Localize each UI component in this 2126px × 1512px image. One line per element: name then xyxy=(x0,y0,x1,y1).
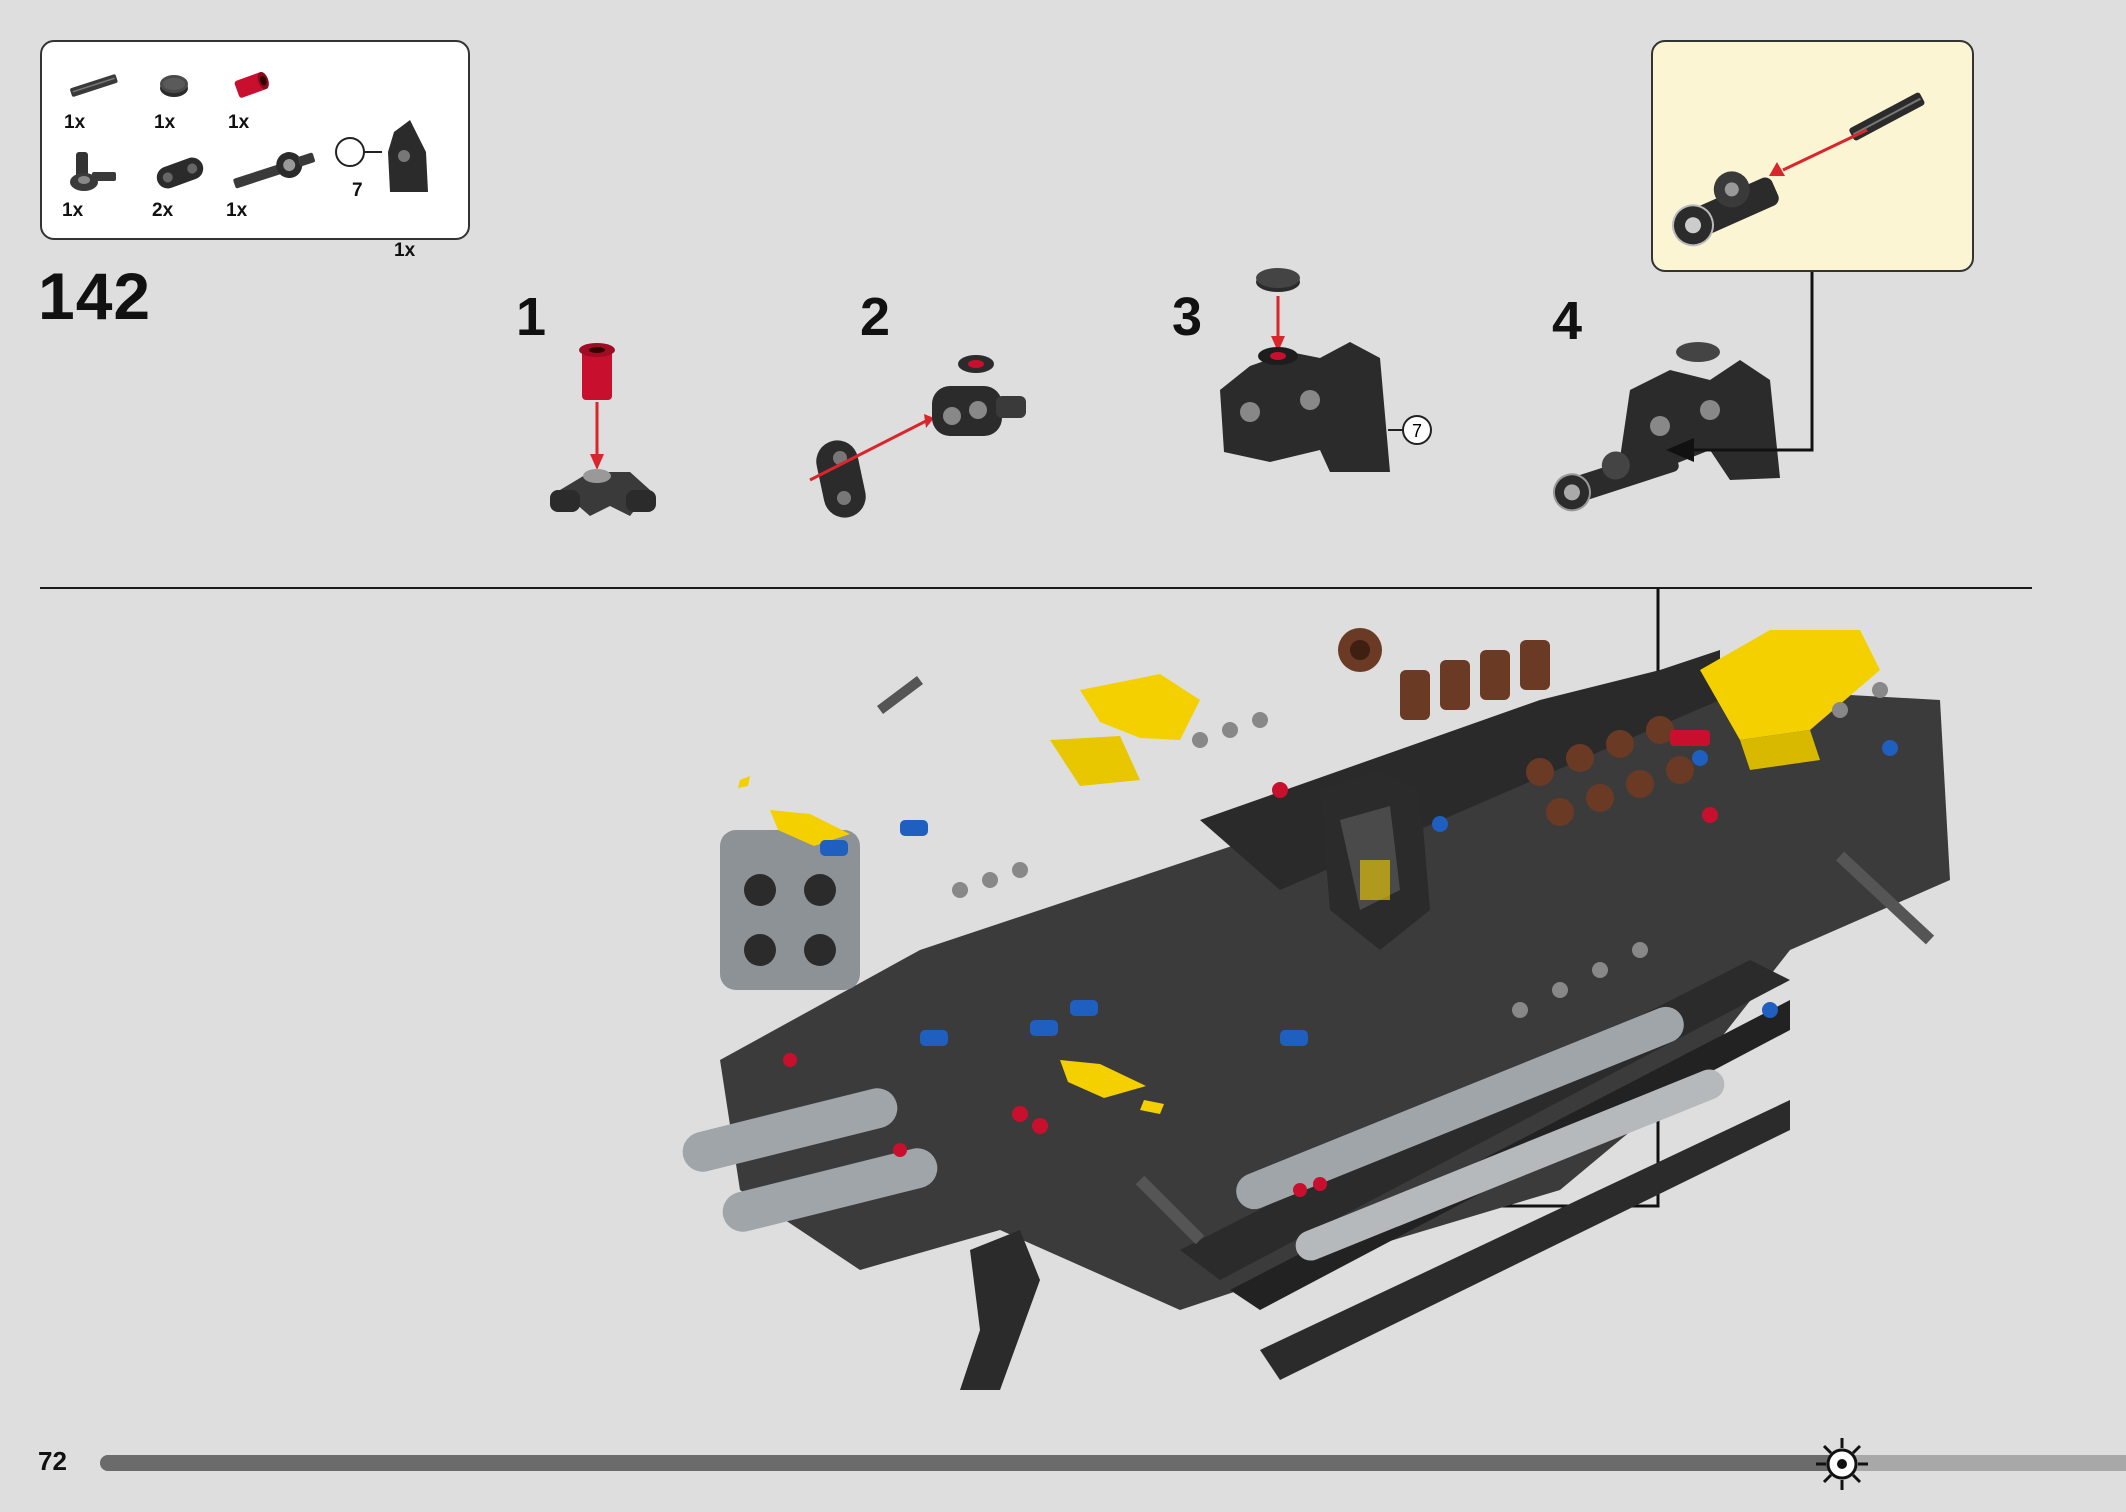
step-number: 142 xyxy=(38,259,152,333)
axle-with-connector-icon xyxy=(233,152,315,189)
parts-list-item: 1x xyxy=(62,148,118,221)
substep-2-drawing xyxy=(809,355,1026,518)
part-qty: 1x xyxy=(226,200,248,221)
red-pin-icon xyxy=(234,71,269,98)
beam-2-icon xyxy=(156,157,204,189)
substep-4-drawing xyxy=(1552,342,1780,512)
parts-list-box: 1x 1x 1x 1x 2x 1x xyxy=(40,40,470,261)
callout-drawing xyxy=(1672,92,1925,247)
substep-3-drawing: 7 xyxy=(1220,268,1432,472)
subassembly-part-icon xyxy=(335,120,428,192)
main-assembly-drawing xyxy=(682,628,1950,1390)
substep-ref: 7 xyxy=(1412,421,1422,441)
gear-icon xyxy=(1816,1438,1868,1490)
substep-1-drawing xyxy=(550,343,656,516)
parts-list-item: 1x xyxy=(226,146,322,221)
part-qty: 1x xyxy=(394,240,416,261)
part-qty: 1x xyxy=(62,200,84,221)
parts-list-item: 1x xyxy=(228,64,274,133)
part-qty: 1x xyxy=(64,112,86,133)
progress-bar xyxy=(100,1455,2126,1471)
bush-icon xyxy=(160,75,188,97)
parts-list-item: 1x xyxy=(154,66,194,133)
parts-list-item: 1x xyxy=(64,66,124,133)
parts-list-item: 7 1x xyxy=(332,112,452,261)
page-number: 72 xyxy=(38,1446,67,1476)
substep-label: 1 xyxy=(516,287,547,347)
axle-connector-icon xyxy=(70,152,116,191)
substep-label: 3 xyxy=(1172,287,1203,347)
substep-label: 4 xyxy=(1552,291,1583,351)
progress-bar-fill xyxy=(100,1455,1843,1471)
substep-label: 2 xyxy=(860,287,891,347)
part-ref: 7 xyxy=(352,180,363,201)
callout-box xyxy=(1651,40,1974,272)
part-qty: 1x xyxy=(228,112,250,133)
divider-line xyxy=(40,587,2032,589)
parts-list-item: 2x xyxy=(152,152,208,221)
part-qty: 2x xyxy=(152,200,174,221)
part-qty: 1x xyxy=(154,112,176,133)
axle-3-icon xyxy=(70,74,118,97)
